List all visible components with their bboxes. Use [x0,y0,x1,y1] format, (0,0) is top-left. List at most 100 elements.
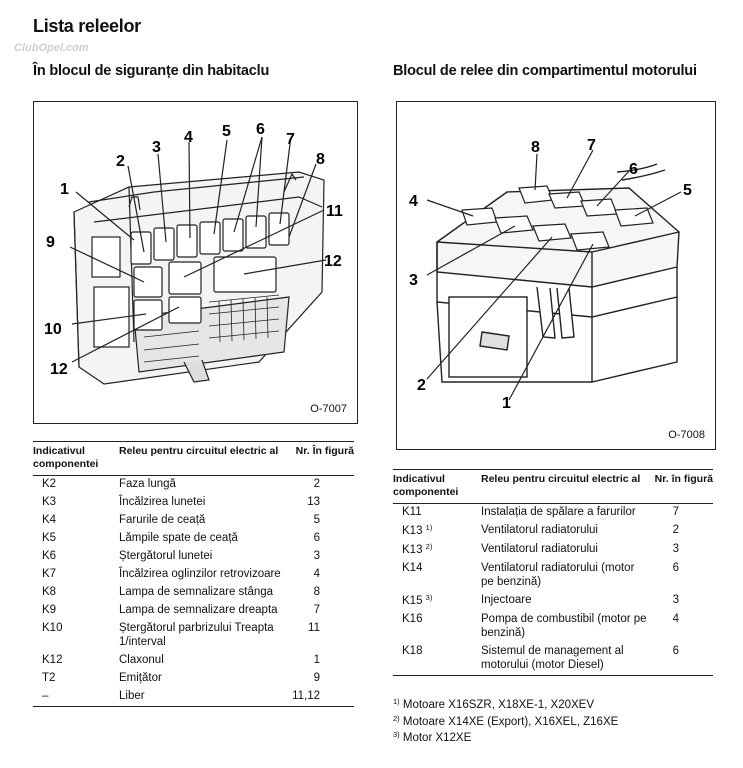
component-id-cell: K5 [42,532,57,545]
circuit-cell: Lămpile spate de ceață [119,532,238,545]
leader-lines [69,136,327,363]
component-id-cell: T2 [42,672,56,685]
figure-number-cell: 7 [672,506,679,519]
figure-number-cell: 6 [313,532,320,545]
fig-label: 5 [222,123,231,140]
fig-label: 6 [629,161,638,178]
component-id-cell: K10 [42,622,63,635]
figure-left-number-labels: 1 2 3 4 5 6 7 8 9 10 11 12 12 [44,121,343,378]
fig-label: 5 [683,182,692,199]
figure-number-cell: 2 [313,478,320,491]
figure-number-cell: 11 [308,622,320,635]
relay-sockets [461,185,654,251]
component-id-cell: K18 [393,643,481,677]
component-id-cell: K11 [393,504,481,523]
component-id-cell: K12 [42,654,63,667]
circuit-cell: Încălzirea lunetei [119,496,206,509]
circuit-cell: Încălzirea oglinzilor retrovizoare [119,568,281,581]
fig-label: 3 [409,272,418,289]
component-id: K13 [402,525,423,538]
figure-right-code: O-7008 [668,429,705,441]
component-id-cell: K2 [42,478,57,491]
circuit-cell: Injectoare [481,594,532,607]
footnote-mark: 1) [393,697,400,706]
engine-relay-box-drawing: 1 2 3 4 5 6 7 8 [409,137,692,412]
column-header-circuit: Releu pentru circuitul electric al [119,440,289,477]
column-header-figure-number: Nr. În figură [289,440,354,477]
component-id: K18 [402,645,423,658]
figure-number-cell: 1 [313,654,320,667]
component-id-cell: K8 [42,586,57,599]
circuit-cell: Claxonul [119,654,164,667]
footnote-marker: 2) [425,542,433,552]
component-id-cell: K6 [42,550,57,563]
component-id: K15 [402,595,423,608]
figure-number-cell: 6 [672,562,679,575]
fig-label: 1 [502,395,511,412]
table-row: K5 Lămpile spate de ceață 6 [33,530,354,548]
fig-label: 4 [409,193,418,210]
fig-label: 7 [587,137,596,154]
component-id: K11 [402,506,422,519]
right-section-title: Blocul de relee din compartimentul motor… [393,63,697,79]
fig-label: 9 [46,234,55,251]
figure-number-cell: 4 [313,568,320,581]
fig-label: 12 [324,253,342,270]
figure-left-code: O-7007 [310,403,347,415]
circuit-cell: Ventilatorul radiatorului (motor pe benz… [481,562,635,589]
figure-number-cell: 3 [313,550,320,563]
footnote-item: 3) Motor X12XE [393,730,618,747]
circuit-cell: Ștergătorul parbrizului Treapta 1/interv… [119,622,274,649]
circuit-cell: Instalația de spălare a farurilor [481,506,636,519]
table-row: K11 Instalația de spălare a farurilor 7 [393,504,713,523]
figure-number-cell: 5 [313,514,320,527]
fig-label: 2 [116,153,125,170]
circuit-cell: Ventilatorul radiatorului [481,543,598,556]
table-header-row: Indicativul componentei Releu pentru cir… [33,440,354,477]
fig-label: 2 [417,377,426,394]
right-leader-lines [426,149,682,401]
component-id-cell: K9 [42,604,57,617]
column-header-component: Indicativul componentei [393,468,481,505]
figure-number-cell: 4 [672,613,679,626]
footnote-mark: 3) [393,730,400,740]
fig-label: 12 [50,361,68,378]
footnote-text: Motoare X16SZR, X18XE-1, X20XEV [402,699,595,711]
footnote-marker: 1) [425,523,433,533]
figure-number-cell: 2 [672,524,679,537]
figure-number-cell: 3 [672,543,679,556]
table-row: K10 Ștergătorul parbrizului Treapta 1/int… [33,620,354,652]
interior-fuse-box-drawing: 1 2 3 4 5 6 7 8 9 10 11 12 12 [44,121,343,385]
component-id-cell: K4 [42,514,57,527]
column-header-circuit: Releu pentru circuitul electric al [481,468,649,505]
circuit-cell: Lampa de semnalizare dreapta [119,604,278,617]
figure-number-cell: 11,12 [289,688,354,708]
footnote-marker: 3) [425,593,433,603]
circuit-cell: Liber [119,688,289,708]
table-row: K15 3) Injectoare 3 [393,592,713,611]
component-id-cell: K13 1) [393,522,481,541]
circuit-cell: Emițător [119,672,162,685]
fig-label: 8 [316,151,325,168]
table-row: K7 Încălzirea oglinzilor retrovizoare 4 [33,566,354,584]
figure-number-cell: 3 [672,594,679,607]
component-id-cell: K13 2) [393,541,481,560]
page-title: Lista releelor [33,16,141,36]
circuit-cell: Farurile de ceață [119,514,206,527]
component-id-cell: K7 [42,568,57,581]
fig-label: 1 [60,181,69,198]
footnote-text: Motor X12XE [402,732,472,745]
circuit-cell: Pompa de combustibil (motor pe benzină) [481,613,647,640]
footnote-item: 2) Motoare X14XE (Export), X16XEL, Z16XE [393,714,618,731]
footnote-item: 1) Motoare X16SZR, X18XE-1, X20XEV [393,697,618,714]
